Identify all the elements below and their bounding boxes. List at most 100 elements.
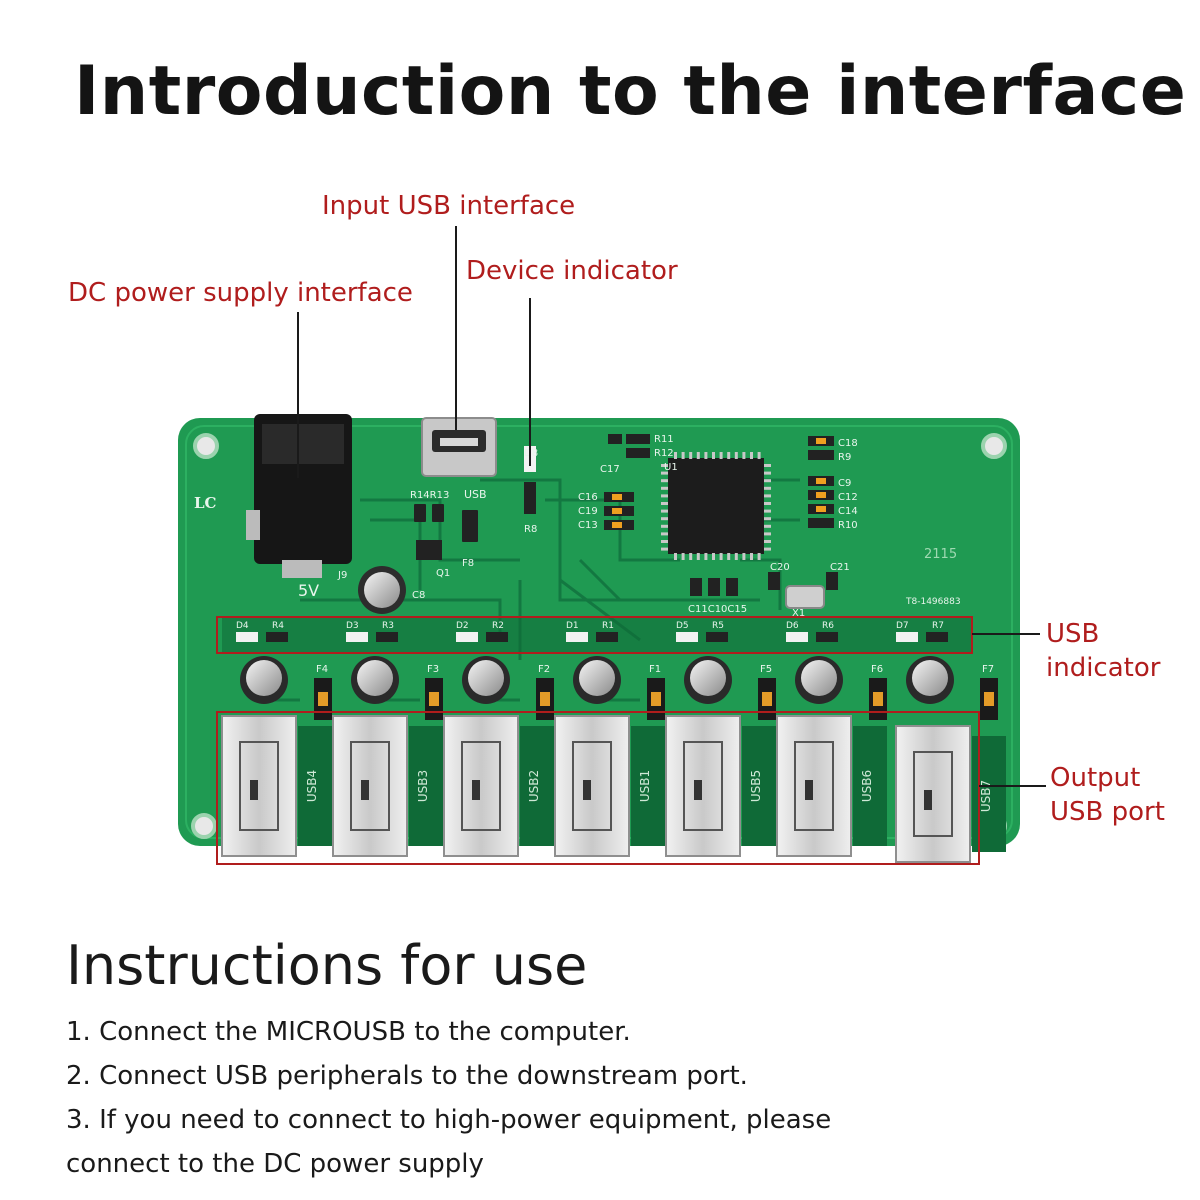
silk-port-label: USB4: [305, 770, 319, 802]
silk-x1: X1: [792, 608, 805, 619]
port-capacitor-top: [801, 660, 837, 696]
silk-r10: R10: [838, 520, 858, 531]
ic-pin: [764, 509, 771, 513]
indicator-resistor: [926, 632, 948, 642]
ic-pin: [764, 464, 771, 467]
ic-pin: [750, 452, 753, 459]
usb-port-slot: [361, 780, 369, 800]
port-gap: [972, 736, 1006, 852]
silk-fuse-label: F2: [538, 664, 550, 675]
ic-pin: [764, 524, 771, 528]
instruction-list: 1. Connect the MICROUSB to the computer.…: [66, 1010, 1166, 1186]
ic-pin: [689, 553, 693, 560]
output-usb-port[interactable]: [776, 715, 852, 857]
silk-resistor-label: R4: [272, 621, 284, 631]
silk-q1: Q1: [436, 568, 450, 579]
callout-usb-indicator-line1: USB: [1046, 619, 1100, 649]
port-fuse-body: [762, 692, 772, 706]
capacitor-c8: [358, 566, 406, 614]
silk-c9: C9: [838, 478, 851, 489]
output-usb-port[interactable]: [332, 715, 408, 857]
ic-pin: [661, 540, 668, 543]
silk-fuse-label: F3: [427, 664, 439, 675]
callout-leader-lines: [297, 226, 1046, 787]
silk-fuse-label: F4: [316, 664, 328, 675]
ic-pin: [757, 553, 761, 560]
output-usb-port[interactable]: [554, 715, 630, 857]
page-title: Introduction to the interface: [74, 52, 1187, 131]
usb-port-slot: [924, 790, 932, 810]
port-fuse-body: [429, 692, 439, 706]
output-usb-port[interactable]: [665, 715, 741, 857]
ic-pin: [661, 547, 668, 551]
ic-pin: [661, 494, 668, 498]
silk-c16: C16: [578, 492, 598, 503]
smd-components-left: [414, 504, 478, 560]
silk-j9: J9: [337, 570, 347, 581]
ic-pin: [712, 553, 715, 560]
ic-pin: [712, 452, 715, 459]
port-capacitors: [240, 656, 954, 704]
usb-indicator-led: [786, 632, 808, 642]
ic-pin: [704, 553, 708, 560]
silk-d8: D8: [524, 448, 538, 459]
silk-c17: C17: [600, 464, 620, 475]
indicator-resistor: [816, 632, 838, 642]
usb-port-tab: [350, 741, 390, 831]
silk-resistor-label: R5: [712, 621, 724, 631]
usb-port-slot: [694, 780, 702, 800]
indicator-resistor: [596, 632, 618, 642]
callout-output-usb: Output USB port: [1050, 762, 1165, 830]
ic-pin: [681, 452, 685, 459]
usb-port-shell: [221, 715, 297, 857]
ic-pin: [661, 524, 668, 528]
instructions-title: Instructions for use: [66, 934, 588, 997]
silk-resistor-label: R2: [492, 621, 504, 631]
ic-pin: [696, 452, 700, 459]
port-fuse-body: [540, 692, 550, 706]
ic-pin: [661, 502, 668, 505]
port-gap: [853, 726, 887, 846]
callout-dc-power: DC power supply interface: [68, 278, 413, 308]
ic-pin: [734, 452, 738, 459]
usb-indicator-led: [676, 632, 698, 642]
port-fuse-body: [318, 692, 328, 706]
silk-led-label: D7: [896, 621, 909, 631]
ic-pin: [661, 486, 668, 490]
ic-pin: [727, 553, 731, 560]
ic-pin: [661, 509, 668, 513]
ic-pin: [750, 553, 753, 560]
ic-pin: [704, 452, 708, 459]
ic-pin: [764, 547, 771, 551]
port-gap: [298, 726, 332, 846]
ic-pin: [661, 471, 668, 475]
indicator-resistor: [706, 632, 728, 642]
usb-port-slot: [472, 780, 480, 800]
usb-port-shell: [665, 715, 741, 857]
silk-port-label: USB5: [749, 770, 763, 802]
silk-u1: U1: [664, 462, 678, 473]
silk-r12: R12: [654, 448, 674, 459]
silk-c20: C20: [770, 562, 790, 573]
indicator-resistor: [486, 632, 508, 642]
port-capacitor-top: [246, 660, 282, 696]
output-usb-port[interactable]: [221, 715, 297, 857]
output-usb-port[interactable]: [443, 715, 519, 857]
ic-pin: [719, 553, 723, 560]
dc-jack-label: 5V: [298, 581, 319, 600]
silk-r9: R9: [838, 452, 851, 463]
silk-f8: F8: [462, 558, 474, 569]
ic-pin: [734, 553, 738, 560]
ic-pin: [764, 532, 771, 536]
port-gap: [631, 726, 665, 846]
silk-c13: C13: [578, 520, 598, 531]
port-fuse-body: [651, 692, 661, 706]
micro-usb-connector: [421, 417, 497, 477]
callout-output-usb-line2: USB port: [1050, 796, 1165, 827]
ic-pin: [681, 553, 685, 560]
output-usb-port[interactable]: [895, 725, 971, 863]
silk-r14r13: R14R13: [410, 490, 449, 501]
